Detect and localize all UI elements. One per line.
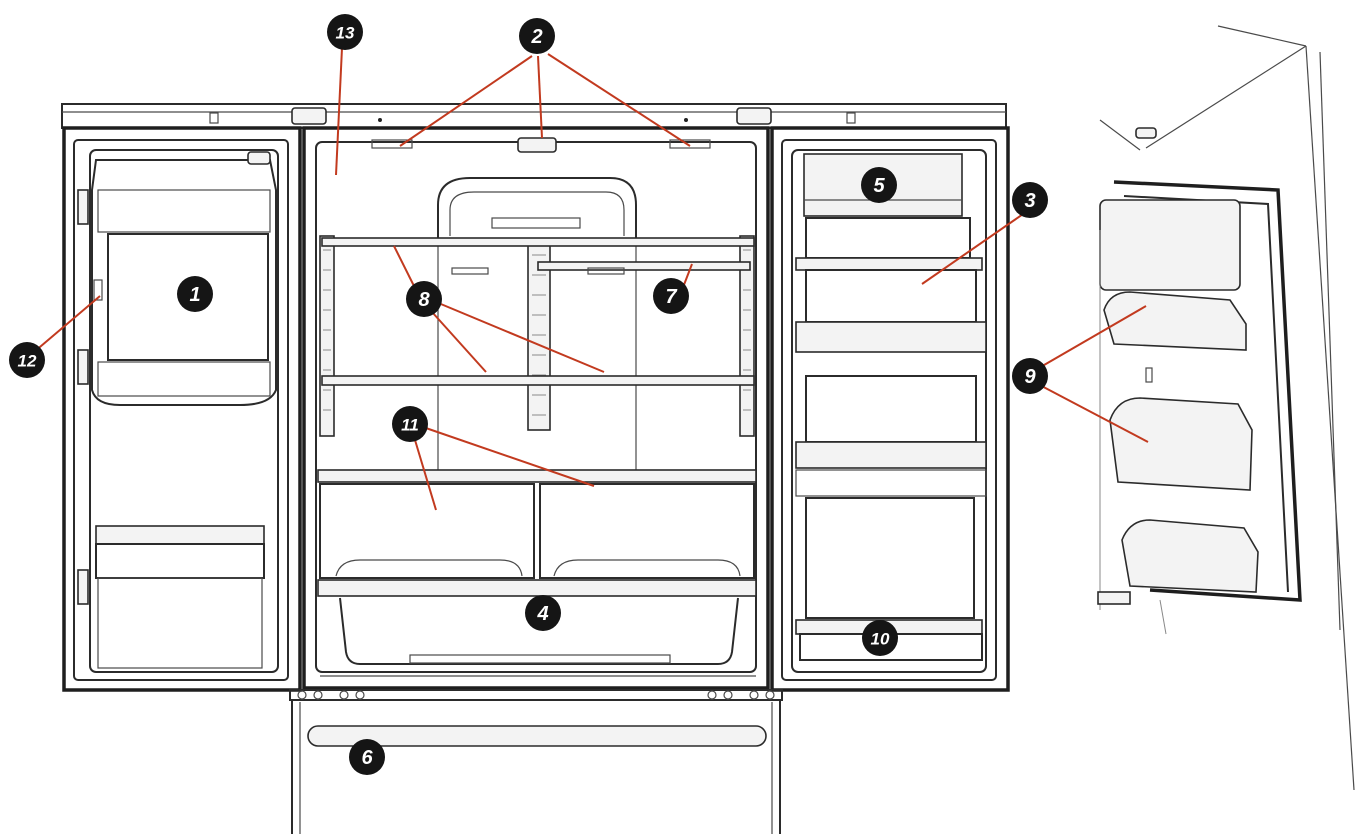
svg-text:9: 9: [1024, 366, 1036, 388]
svg-text:8: 8: [418, 289, 430, 311]
ice-maker-compartment: [91, 151, 277, 406]
right-door-bins: [795, 217, 987, 661]
callout-1: 1: [177, 276, 213, 312]
leader-lines: [33, 47, 1149, 511]
left-door: [62, 126, 302, 692]
svg-text:6: 6: [361, 747, 373, 769]
left-door-bin: [95, 525, 265, 669]
right-door: [770, 126, 1010, 692]
door-detail-view: [1097, 25, 1355, 791]
svg-text:13: 13: [336, 24, 355, 43]
door-detail-bin-2: [1109, 397, 1253, 491]
callout-8: 8: [406, 281, 442, 317]
glass-shelves: [321, 237, 755, 386]
callout-5: 5: [861, 167, 897, 203]
door-detail-bin-3: [1121, 519, 1259, 593]
svg-text:5: 5: [873, 175, 885, 197]
svg-text:2: 2: [530, 26, 542, 48]
svg-text:4: 4: [536, 603, 548, 625]
callout-9: 9: [1012, 358, 1048, 394]
svg-text:1: 1: [189, 284, 200, 306]
freezer-drawer: [289, 689, 783, 834]
crisper-drawers: [317, 469, 757, 579]
callout-4: 4: [525, 595, 561, 631]
callout-6: 6: [349, 739, 385, 775]
lights: [371, 137, 711, 153]
svg-text:12: 12: [18, 352, 37, 371]
callout-11: 11: [392, 406, 428, 442]
svg-text:7: 7: [665, 286, 677, 308]
svg-text:3: 3: [1024, 190, 1035, 212]
door-detail-bin-1: [1103, 291, 1247, 351]
door-detail-bin-top: [1099, 199, 1241, 291]
callout-7: 7: [653, 278, 689, 314]
callout-12: 12: [9, 342, 45, 378]
freezer-handle: [307, 725, 767, 747]
callout-3: 3: [1012, 182, 1048, 218]
callout-2: 2: [519, 18, 555, 54]
callout-13: 13: [327, 14, 363, 50]
callout-10: 10: [862, 620, 898, 656]
deli-drawer: [317, 579, 757, 677]
callouts: 1 2 3 4 5 6 7 8: [9, 14, 1048, 775]
rear-air-duct: [437, 177, 637, 470]
svg-text:10: 10: [871, 630, 890, 649]
svg-text:11: 11: [401, 416, 419, 435]
